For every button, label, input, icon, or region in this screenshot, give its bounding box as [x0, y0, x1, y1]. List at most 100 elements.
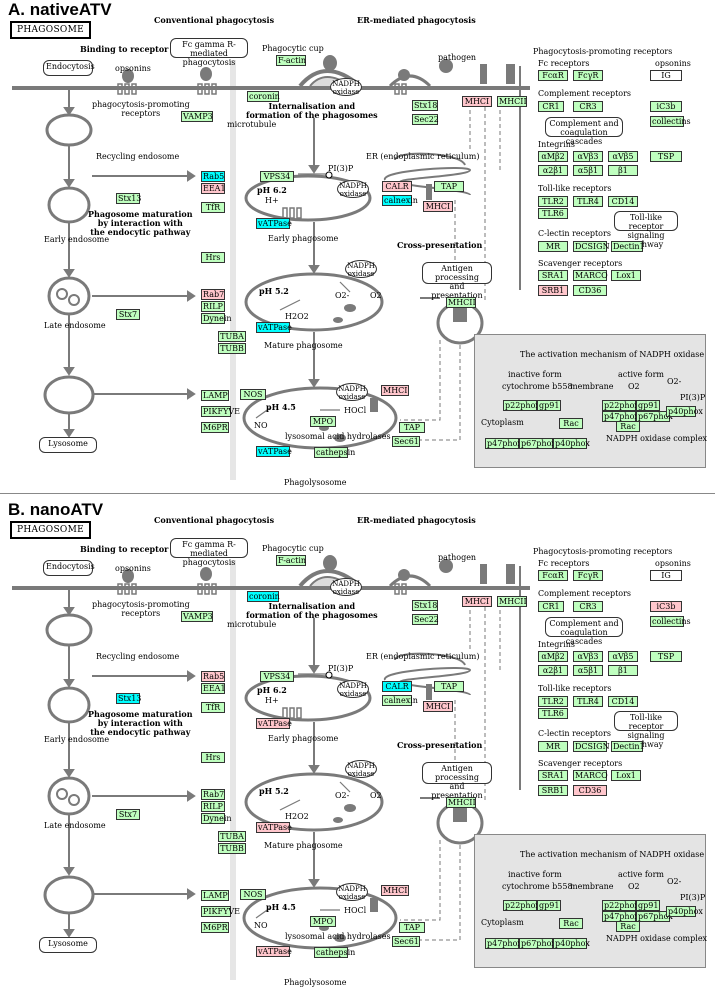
gene-cd36[interactable]: CD36 — [573, 285, 607, 296]
gene-dcsign[interactable]: DCSIGN — [573, 241, 610, 252]
gene-ic3b[interactable]: iC3b — [650, 601, 682, 612]
gene-dynein[interactable]: Dynein — [201, 813, 232, 824]
gene-fcyr[interactable]: FcγR — [573, 570, 603, 581]
gene-pikfyve[interactable]: PIKFYVE — [201, 406, 240, 417]
gene-hrs[interactable]: Hrs — [201, 752, 225, 763]
gene-sec61[interactable]: Sec61 — [392, 436, 420, 447]
gene-gp91_a[interactable]: gp91 — [636, 900, 660, 911]
gene-collectins[interactable]: collectins — [650, 116, 691, 127]
gene-dcsign[interactable]: DCSIGN — [573, 741, 610, 752]
gene-p67phox_a[interactable]: p67phox — [636, 911, 673, 922]
gene-rac_a[interactable]: Rac — [616, 921, 640, 932]
gene-mpo[interactable]: MPO — [310, 416, 336, 427]
gene-vatpase_early[interactable]: vATPase — [256, 218, 292, 229]
gene-mr[interactable]: MR — [538, 241, 568, 252]
gene-lamp[interactable]: LAMP — [201, 890, 229, 901]
gene-lox1[interactable]: Lox1 — [611, 770, 641, 781]
gene-p40phox[interactable]: p40phox — [553, 938, 590, 949]
gene-vatpase_lyso[interactable]: vATPase — [256, 946, 292, 957]
gene-nos[interactable]: NOS — [240, 389, 266, 400]
gene-sra1[interactable]: SRA1 — [538, 770, 568, 781]
gene-tuba[interactable]: TUBA — [218, 831, 246, 842]
gene-vps34[interactable]: VPS34 — [260, 171, 294, 182]
gene-mhci_er[interactable]: MHCI — [423, 201, 453, 212]
gene-p67phox[interactable]: p67phox — [519, 438, 556, 449]
gene-vatpase_early[interactable]: vATPase — [256, 718, 292, 729]
gene-p67phox_a[interactable]: p67phox — [636, 411, 673, 422]
gene-tfr[interactable]: TfR — [201, 202, 225, 213]
gene-rab5[interactable]: Rab5 — [201, 171, 225, 182]
map-link-endocytosis[interactable]: Endocytosis — [43, 60, 95, 76]
gene-sec22[interactable]: Sec22 — [412, 614, 439, 625]
gene-mhci_er[interactable]: MHCI — [423, 701, 453, 712]
gene-rilp[interactable]: RILP — [201, 301, 225, 312]
gene-dynein[interactable]: Dynein — [201, 313, 232, 324]
gene-cr3[interactable]: CR3 — [573, 101, 603, 112]
gene-fcyr[interactable]: FcγR — [573, 70, 603, 81]
gene-p40phox_a[interactable]: p40phox — [666, 906, 703, 917]
gene-eea1[interactable]: EEA1 — [201, 183, 226, 194]
gene-srb1[interactable]: SRB1 — [538, 785, 568, 796]
gene-hrs[interactable]: Hrs — [201, 252, 225, 263]
gene-sec61[interactable]: Sec61 — [392, 936, 420, 947]
gene-a2b1[interactable]: α2β1 — [538, 665, 568, 676]
gene-p40phox_a[interactable]: p40phox — [666, 406, 703, 417]
gene-rab5[interactable]: Rab5 — [201, 671, 225, 682]
gene-tsp[interactable]: TSP — [650, 151, 682, 162]
map-link-lysosome[interactable]: Lysosome — [39, 937, 97, 953]
gene-cr3[interactable]: CR3 — [573, 601, 603, 612]
gene-mhci_lyso[interactable]: MHCI — [381, 385, 409, 396]
gene-mhcii_b[interactable]: MHCII — [446, 797, 476, 808]
gene-tlr2[interactable]: TLR2 — [538, 696, 568, 707]
gene-ig[interactable]: IG — [650, 570, 682, 581]
gene-tlr4[interactable]: TLR4 — [573, 196, 603, 207]
gene-tap[interactable]: TAP — [434, 681, 464, 692]
gene-rab7[interactable]: Rab7 — [201, 789, 225, 800]
gene-tlr6[interactable]: TLR6 — [538, 708, 568, 719]
gene-b1[interactable]: β1 — [608, 165, 638, 176]
gene-b1[interactable]: β1 — [608, 665, 638, 676]
gene-coronin[interactable]: coronin — [247, 91, 280, 102]
gene-fcar[interactable]: FcαR — [538, 70, 568, 81]
gene-mhcii_b[interactable]: MHCII — [446, 297, 476, 308]
gene-eea1[interactable]: EEA1 — [201, 683, 226, 694]
gene-amb2[interactable]: αMβ2 — [538, 651, 568, 662]
gene-stx7[interactable]: Stx7 — [116, 309, 140, 320]
gene-ig[interactable]: IG — [650, 70, 682, 81]
gene-calnexin[interactable]: calnexin — [382, 195, 418, 206]
gene-p40phox[interactable]: p40phox — [553, 438, 590, 449]
gene-p22phox_a[interactable]: p22phox — [602, 900, 639, 911]
gene-stx13[interactable]: Stx13 — [116, 693, 142, 704]
gene-rilp[interactable]: RILP — [201, 801, 225, 812]
gene-nos[interactable]: NOS — [240, 889, 266, 900]
gene-marco[interactable]: MARCO — [573, 770, 608, 781]
gene-avb5[interactable]: αVβ5 — [608, 651, 638, 662]
gene-avb5[interactable]: αVβ5 — [608, 151, 638, 162]
gene-mpo[interactable]: MPO — [310, 916, 336, 927]
gene-cd14[interactable]: CD14 — [608, 696, 638, 707]
map-link-endocytosis[interactable]: Endocytosis — [43, 560, 95, 576]
gene-gp91[interactable]: gp91 — [537, 900, 561, 911]
gene-tlr6[interactable]: TLR6 — [538, 208, 568, 219]
gene-cathepsin[interactable]: cathepsin — [314, 447, 356, 458]
gene-p67phox[interactable]: p67phox — [519, 938, 556, 949]
gene-vps34[interactable]: VPS34 — [260, 671, 294, 682]
gene-pikfyve[interactable]: PIKFYVE — [201, 906, 240, 917]
gene-amb2[interactable]: αMβ2 — [538, 151, 568, 162]
gene-sra1[interactable]: SRA1 — [538, 270, 568, 281]
gene-vamp3[interactable]: VAMP3 — [181, 611, 213, 622]
gene-tlr2[interactable]: TLR2 — [538, 196, 568, 207]
gene-tap_lyso[interactable]: TAP — [399, 922, 425, 933]
gene-dectin1[interactable]: Dectin1 — [611, 241, 645, 252]
map-link-lysosome[interactable]: Lysosome — [39, 437, 97, 453]
gene-m6pr[interactable]: M6PR — [201, 922, 229, 933]
gene-mr[interactable]: MR — [538, 741, 568, 752]
gene-tap[interactable]: TAP — [434, 181, 464, 192]
gene-ic3b[interactable]: iC3b — [650, 101, 682, 112]
gene-tubb[interactable]: TUBB — [218, 843, 246, 854]
